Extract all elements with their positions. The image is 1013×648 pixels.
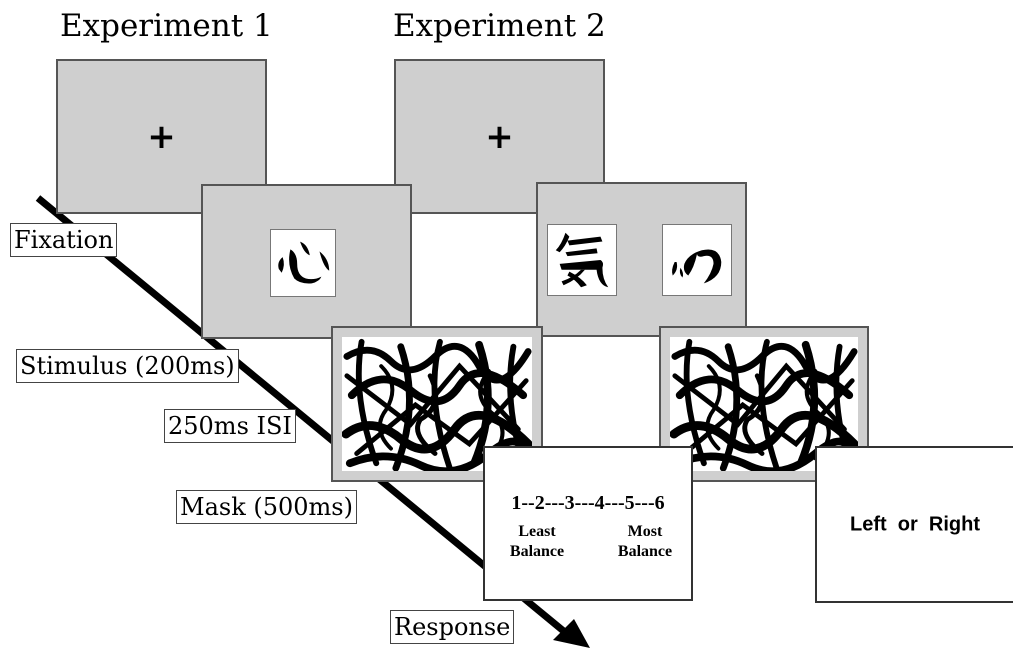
stimulus-label: Stimulus (200ms) xyxy=(16,349,239,383)
fixation-cross: + xyxy=(485,116,514,157)
calligraphy-character-image xyxy=(270,229,336,297)
left-or-right-prompt: Left or Right xyxy=(850,513,980,535)
exp1-response-panel: 1--2---3---4---5---6 Least Balance Most … xyxy=(483,446,693,601)
most-balance-anchor: Most Balance xyxy=(607,522,683,562)
exp2-stimulus-panel xyxy=(536,182,747,337)
calligraphy-character-left-image xyxy=(547,224,617,296)
rating-scale: 1--2---3---4---5---6 xyxy=(511,492,665,514)
calligraphy-character-right-image xyxy=(662,224,732,296)
fixation-cross: + xyxy=(147,116,176,157)
exp1-mask-panel xyxy=(331,326,543,482)
isi-label: 250ms ISI xyxy=(164,409,296,443)
experiment-1-heading: Experiment 1 xyxy=(60,8,273,44)
fixation-label: Fixation xyxy=(10,223,118,257)
mask-image xyxy=(342,337,532,471)
mask-label: Mask (500ms) xyxy=(176,490,357,524)
least-balance-label: Balance xyxy=(509,543,565,560)
response-label: Response xyxy=(390,610,515,644)
least-balance-anchor: Least Balance xyxy=(499,522,575,562)
experiment-2-heading: Experiment 2 xyxy=(393,8,606,44)
most-label: Most xyxy=(627,523,663,540)
least-label: Least xyxy=(518,523,556,540)
most-balance-label: Balance xyxy=(617,543,673,560)
exp1-stimulus-panel xyxy=(201,184,412,339)
exp2-response-panel: Left or Right xyxy=(815,446,1013,603)
